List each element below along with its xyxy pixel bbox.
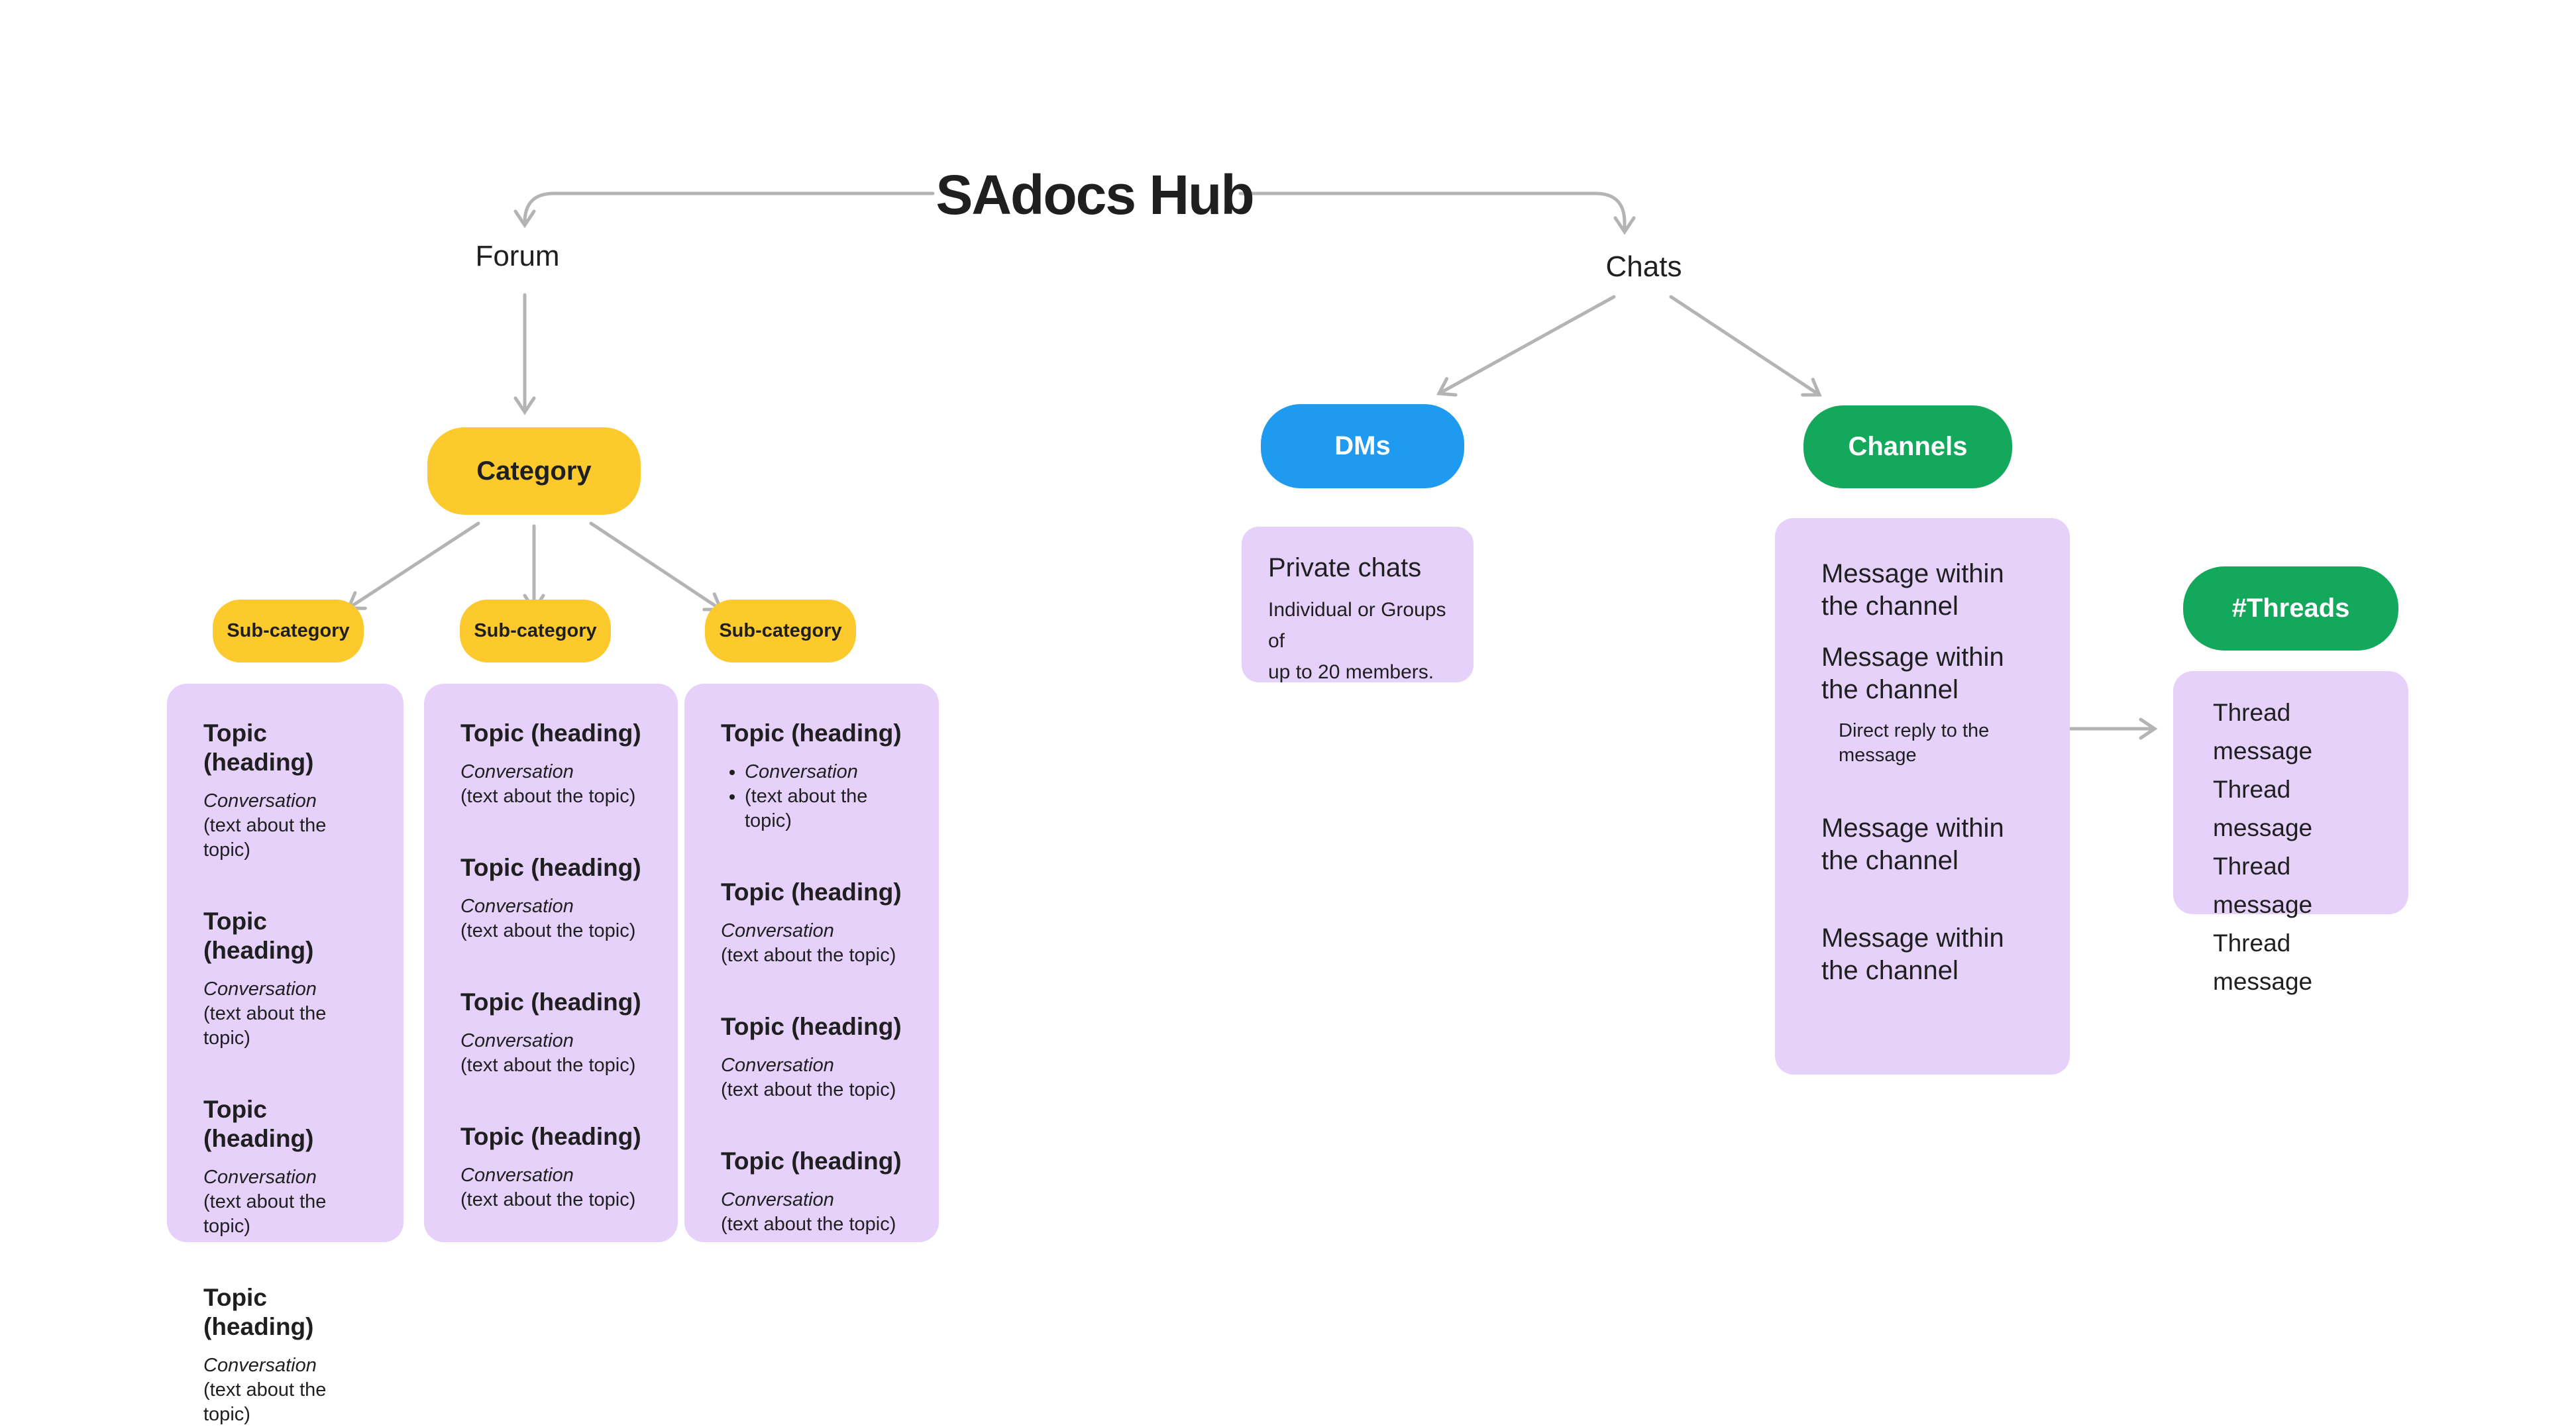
topic-note: (text about the topic)	[460, 1055, 636, 1076]
channel-message-line: Message within	[1821, 559, 2004, 588]
subcategory-label: Sub-category	[227, 620, 350, 641]
page-title[interactable]: SAdocs Hub	[936, 164, 1254, 226]
channel-message-line: the channel	[1821, 592, 1959, 621]
topic-block: Topic (heading) Conversation (text about…	[203, 1095, 377, 1239]
topic-note: (text about the topic)	[460, 786, 636, 807]
subcategory-node-3[interactable]: Sub-category	[705, 600, 856, 662]
topic-note: (text about the topic)	[460, 1189, 636, 1210]
channel-message: Message within the channel	[1821, 558, 2050, 623]
topic-panel-3[interactable]: Topic (heading) Conversation (text about…	[684, 684, 939, 1242]
topic-block: Topic (heading) Conversation (text about…	[721, 719, 912, 833]
topic-panel-2[interactable]: Topic (heading) Conversation (text about…	[424, 684, 678, 1242]
topic-conversation: Conversation	[460, 1030, 574, 1051]
channel-message-line: the channel	[1821, 956, 1959, 985]
topic-block: Topic (heading) Conversation (text about…	[721, 1147, 912, 1237]
private-chats-line: Individual or Groups of	[1268, 599, 1446, 652]
thread-messages-panel[interactable]: Thread message Thread message Thread mes…	[2173, 671, 2408, 995]
topic-panel-1[interactable]: Topic (heading) Conversation (text about…	[167, 684, 403, 1425]
topic-note: (text about the topic)	[721, 1079, 896, 1100]
topic-note: (text about the topic)	[721, 945, 896, 966]
private-chats-heading: Private chats	[1268, 553, 1422, 582]
channel-message: Message within the channel	[1821, 922, 2050, 987]
channel-message: Message within the channel	[1821, 812, 2050, 877]
subcategory-label: Sub-category	[474, 620, 597, 641]
thread-message: Thread message	[2213, 853, 2313, 918]
topic-heading: Topic (heading)	[460, 1123, 641, 1150]
topic-conversation: Conversation	[203, 1355, 317, 1376]
channel-messages-panel[interactable]: Message within the channel Message withi…	[1775, 518, 2070, 1075]
topic-block: Topic (heading) Conversation (text about…	[203, 719, 377, 863]
topic-conversation: Conversation	[460, 761, 574, 782]
connector-category-sub3	[589, 521, 724, 611]
channel-message-line: the channel	[1821, 846, 1959, 875]
chats-label[interactable]: Chats	[1605, 250, 1682, 283]
thread-message: Thread message	[2213, 776, 2313, 841]
topic-heading: Topic (heading)	[721, 878, 902, 906]
connector-chats-dms	[1436, 295, 1616, 397]
topic-block: Topic (heading) Conversation (text about…	[721, 1012, 912, 1102]
subcategory-node-1[interactable]: Sub-category	[213, 600, 364, 662]
topic-heading: Topic (heading)	[460, 854, 641, 881]
subcategory-label: Sub-category	[719, 620, 842, 641]
private-chats-line: up to 20 members.	[1268, 661, 1434, 683]
topic-block: Topic (heading) Conversation (text about…	[460, 719, 651, 809]
topic-conversation: Conversation	[721, 1055, 834, 1076]
threads-node[interactable]: #Threads	[2183, 566, 2398, 651]
topic-block: Topic (heading) Conversation (text about…	[460, 988, 651, 1078]
topic-conversation: Conversation	[721, 1189, 834, 1210]
topic-note: (text about the topic)	[203, 815, 327, 861]
topic-heading: Topic (heading)	[203, 908, 314, 964]
private-chats-panel[interactable]: Private chats Individual or Groups of up…	[1242, 527, 1474, 683]
forum-label[interactable]: Forum	[475, 240, 560, 272]
channel-message-line: the channel	[1821, 675, 1959, 704]
topic-note: (text about the topic)	[203, 1191, 327, 1237]
connector-chats-channels	[1669, 295, 1822, 397]
topic-conversation: Conversation	[203, 978, 317, 1000]
channels-node[interactable]: Channels	[1803, 405, 2012, 488]
thread-message: Thread message	[2213, 699, 2313, 765]
category-node[interactable]: Category	[427, 427, 641, 515]
channel-message-line: Message within	[1821, 814, 2004, 843]
thread-message: Thread message	[2213, 929, 2313, 995]
threads-label: #Threads	[2231, 594, 2350, 623]
topic-heading: Topic (heading)	[203, 1096, 314, 1152]
topic-note: (text about the topic)	[460, 920, 636, 941]
dms-label: DMs	[1334, 431, 1391, 460]
topic-block: Topic (heading) Conversation (text about…	[721, 878, 912, 968]
topic-heading: Topic (heading)	[721, 719, 902, 747]
topic-heading: Topic (heading)	[721, 1147, 902, 1175]
topic-block: Topic (heading) Conversation (text about…	[460, 853, 651, 943]
topic-block: Topic (heading) Conversation (text about…	[460, 1122, 651, 1212]
topic-block: Topic (heading) Conversation (text about…	[203, 1283, 377, 1427]
topic-note: (text about the topic)	[203, 1379, 327, 1425]
topic-conversation: Conversation	[203, 1167, 317, 1188]
channel-message-line: Message within	[1821, 924, 2004, 953]
topic-note: (text about the topic)	[203, 1003, 327, 1049]
topic-heading: Topic (heading)	[203, 719, 314, 776]
topic-heading: Topic (heading)	[460, 988, 641, 1016]
topic-conversation: Conversation	[721, 920, 834, 941]
topic-conversation: Conversation	[745, 760, 912, 784]
topic-conversation: Conversation	[203, 790, 317, 812]
subcategory-node-2[interactable]: Sub-category	[460, 600, 611, 662]
channel-message-line: Message within	[1821, 643, 2004, 672]
topic-note: (text about the topic)	[745, 784, 912, 833]
topic-conversation: Conversation	[460, 1165, 574, 1186]
topic-note: (text about the topic)	[721, 1214, 896, 1235]
topic-conversation: Conversation	[460, 896, 574, 917]
topic-block: Topic (heading) Conversation (text about…	[203, 907, 377, 1051]
topic-heading: Topic (heading)	[203, 1284, 314, 1340]
dms-node[interactable]: DMs	[1261, 404, 1464, 488]
connector-category-sub1	[346, 521, 480, 610]
topic-heading: Topic (heading)	[460, 719, 641, 747]
connector-title-forum	[513, 191, 935, 229]
channels-label: Channels	[1848, 432, 1968, 461]
direct-reply-note: Direct reply to the message	[1839, 720, 1990, 766]
topic-bullet-list: Conversation (text about the topic)	[721, 760, 912, 833]
topic-heading: Topic (heading)	[721, 1013, 902, 1040]
category-label: Category	[476, 456, 592, 486]
channel-message: Message within the channel	[1821, 641, 2050, 706]
